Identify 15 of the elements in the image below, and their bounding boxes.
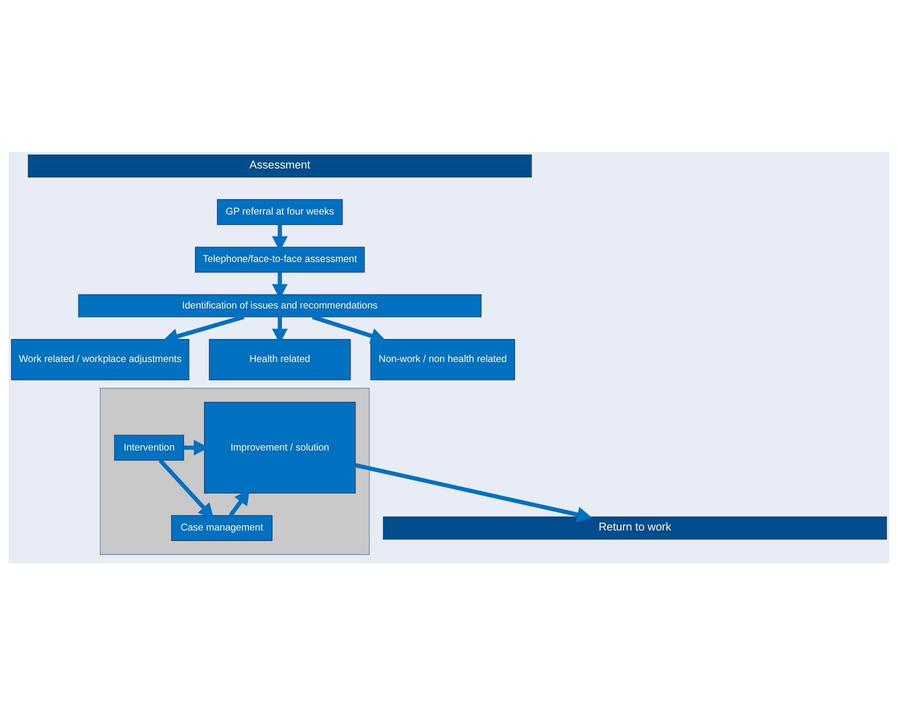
arrow bbox=[354, 462, 592, 522]
node-box: Work related / workplace adjustments bbox=[11, 338, 190, 380]
node-box: Assessment bbox=[28, 154, 532, 178]
node-box: Identification of issues and recommendations bbox=[78, 294, 482, 317]
node-box: Case management bbox=[171, 514, 273, 540]
node-box: Intervention bbox=[114, 434, 184, 460]
node-box: Non-work / non health related bbox=[370, 338, 516, 380]
node-box: Improvement / solution bbox=[204, 401, 356, 493]
node-box: Health related bbox=[208, 338, 351, 380]
cluster bbox=[100, 387, 370, 554]
node-box: GP referral at four weeks bbox=[216, 198, 343, 225]
node-box: Return to work bbox=[382, 516, 887, 540]
arrow bbox=[158, 458, 214, 518]
node-box: Telephone/face-to-face assessment bbox=[194, 246, 365, 272]
arrow bbox=[312, 314, 386, 344]
